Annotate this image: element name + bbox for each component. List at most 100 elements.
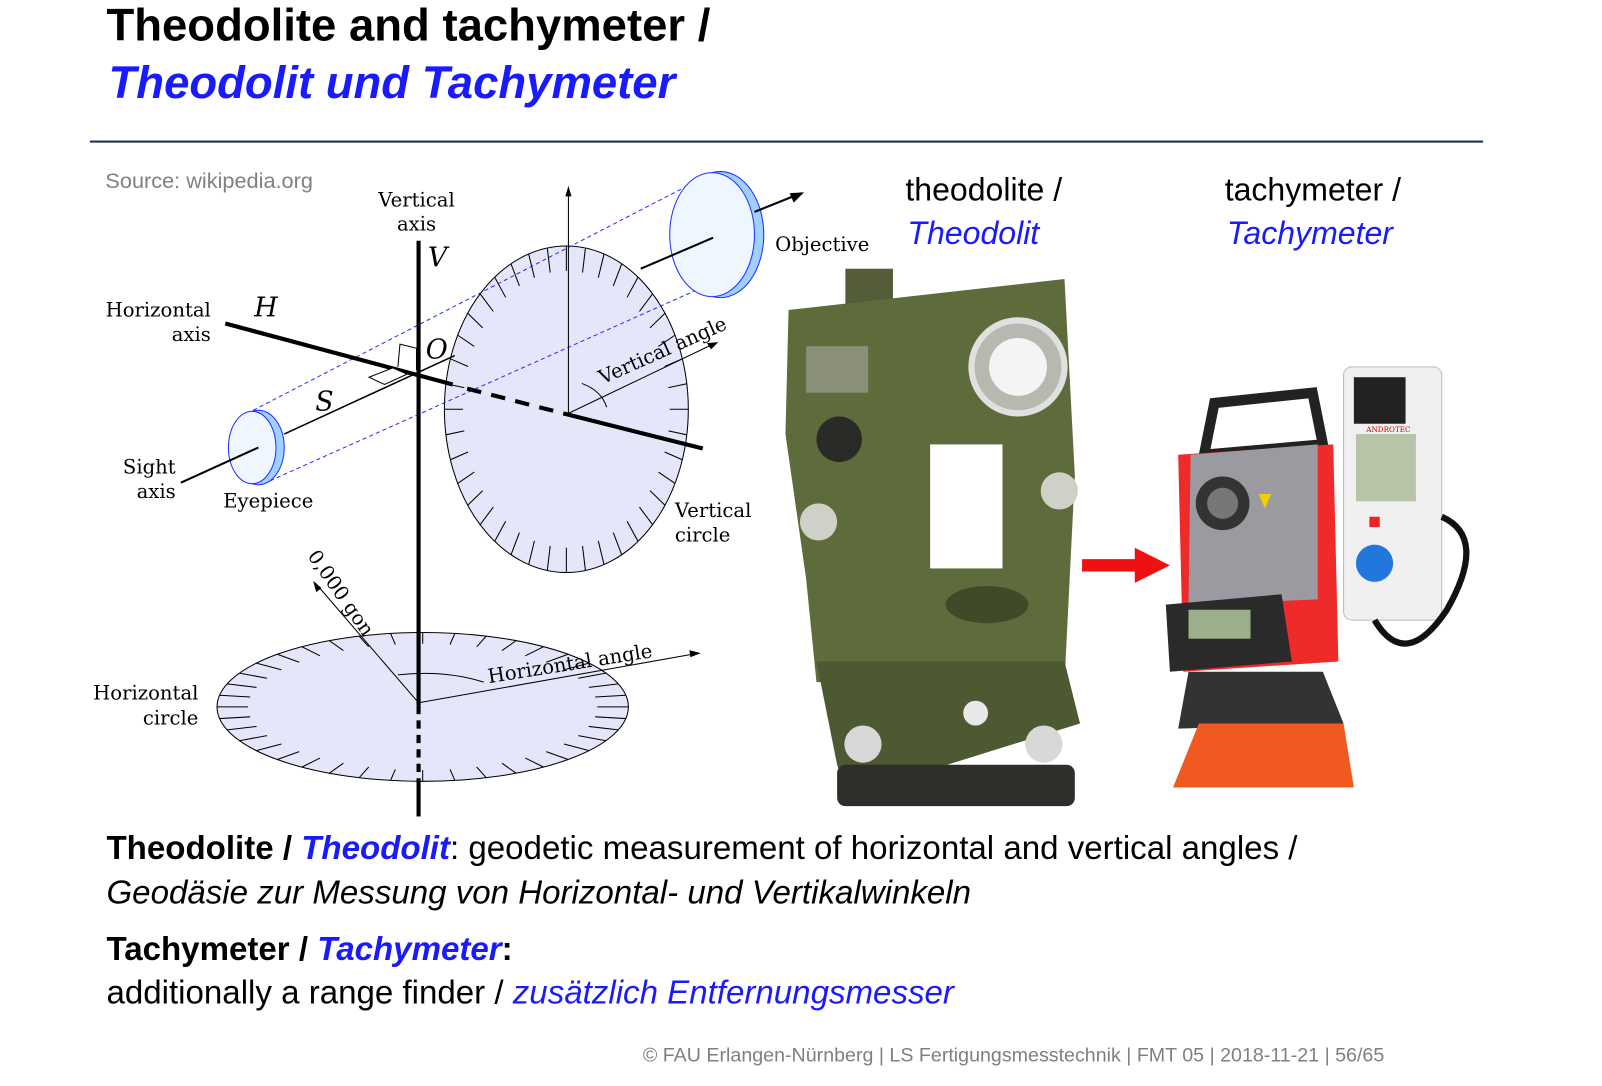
tick-mark — [277, 653, 300, 663]
tick-mark — [256, 743, 282, 752]
tick-mark — [588, 725, 619, 731]
tick-mark — [457, 471, 475, 484]
label-objective: Objective — [775, 233, 869, 256]
tick-mark — [476, 635, 487, 648]
tick-mark — [457, 334, 475, 347]
caption-tachymeter-en: tachymeter / — [1224, 171, 1401, 208]
red-arrow-icon — [1082, 547, 1170, 583]
tick-mark — [597, 540, 605, 565]
tick-mark — [582, 545, 586, 571]
source-label: Source: wikipedia.org — [105, 169, 313, 194]
label-zero-gon: 0,000 gon — [303, 546, 379, 641]
footer: © FAU Erlangen-Nürnberg | LS Fertigungsm… — [642, 1044, 1385, 1067]
tachymeter-brand: ANDROTEC — [1365, 425, 1411, 434]
tachymeter-term-de: Tachymeter — [317, 930, 502, 968]
tick-mark — [510, 532, 520, 555]
tick-mark — [525, 757, 544, 768]
tick-mark — [612, 532, 623, 555]
tick-mark — [301, 646, 321, 657]
label-vertical-axis-2: axis — [397, 212, 436, 235]
tick-mark — [595, 694, 626, 698]
tick-mark — [639, 293, 654, 312]
tick-mark — [578, 735, 607, 742]
tick-mark — [329, 640, 344, 652]
tick-mark — [256, 662, 282, 671]
tick-mark — [479, 506, 494, 526]
tachymeter-term-en: Tachymeter / — [106, 930, 309, 968]
tachymeter-photo: ANDROTEC — [1165, 366, 1470, 788]
tick-mark — [658, 471, 676, 484]
tick-mark — [219, 716, 251, 720]
tachymeter-desc: additionally a range finder / zusätzlich… — [106, 974, 953, 1012]
tick-mark — [582, 247, 586, 273]
theodolite-term-de: Theodolit — [301, 828, 450, 867]
tick-mark — [649, 490, 666, 506]
label-V: V — [428, 243, 450, 274]
tick-mark — [649, 312, 666, 329]
tick-mark — [597, 253, 605, 278]
tick-mark — [467, 312, 484, 329]
tick-mark — [329, 762, 344, 774]
tick-mark — [612, 263, 623, 287]
tick-mark — [358, 766, 370, 779]
title-german: Theodolit und Tachymeter — [108, 57, 676, 109]
tick-mark — [639, 506, 654, 526]
label-horizontal-circle-2: circle — [143, 706, 199, 729]
tick-mark — [546, 545, 551, 571]
theodolite-desc-de: Geodäsie zur Messung von Horizontal- und… — [106, 873, 972, 911]
tick-mark — [578, 672, 607, 679]
tick-mark — [239, 735, 268, 742]
tick-mark — [563, 662, 590, 671]
label-H: H — [253, 292, 278, 323]
theodolite-term-en: Theodolite / — [106, 828, 293, 867]
tick-mark — [494, 520, 507, 542]
tick-mark — [450, 358, 469, 367]
theodolite-definition: Theodolite / Theodolit: geodetic measure… — [106, 829, 1297, 867]
label-sight-axis-1: Sight — [123, 455, 176, 478]
tachymeter-colon: : — [501, 930, 513, 968]
label-sight-axis-2: axis — [137, 480, 176, 503]
caption-theodolite-de: Theodolit — [907, 214, 1040, 252]
tick-mark — [588, 683, 619, 688]
tick-mark — [525, 646, 544, 657]
tick-mark — [277, 751, 300, 761]
title-english: Theodolite and tachymeter / — [106, 0, 711, 51]
caption-tachymeter-de: Tachymeter — [1226, 214, 1393, 252]
tick-mark — [528, 253, 535, 278]
tick-mark — [501, 640, 517, 652]
tick-mark — [219, 694, 251, 698]
title-divider — [89, 140, 1484, 143]
tick-mark — [445, 430, 465, 436]
label-eyepiece: Eyepiece — [223, 489, 313, 512]
tick-mark — [239, 672, 268, 679]
tick-mark — [501, 762, 517, 774]
tachymeter-desc-en: additionally a range finder / — [106, 973, 504, 1011]
tachymeter-desc-de: zusätzlich Entfernungsmesser — [512, 973, 954, 1011]
tick-mark — [390, 769, 396, 781]
tick-mark — [510, 263, 520, 287]
tick-mark — [546, 247, 551, 273]
label-vertical-circle-1: Vertical — [674, 499, 752, 522]
tick-mark — [563, 743, 590, 752]
tick-mark — [358, 635, 370, 648]
tachymeter-definition: Tachymeter / Tachymeter: — [106, 930, 512, 968]
label-horizontal-axis-1: Horizontal — [106, 298, 211, 321]
tick-mark — [227, 725, 257, 731]
label-vertical-circle-2: circle — [675, 524, 731, 547]
label-horizontal-axis-2: axis — [172, 323, 211, 346]
tick-mark — [449, 769, 456, 781]
tick-mark — [479, 293, 494, 312]
caption-theodolite-en: theodolite / — [905, 171, 1063, 208]
theodolite-desc-en: : geodetic measurement of horizontal and… — [449, 828, 1298, 867]
tick-mark — [664, 451, 683, 461]
tick-mark — [227, 683, 257, 688]
tick-mark — [658, 334, 676, 347]
tick-mark — [626, 276, 639, 298]
tick-mark — [595, 716, 626, 720]
tick-mark — [450, 451, 469, 461]
tick-mark — [476, 766, 487, 779]
theodolite-photo — [785, 268, 1081, 807]
tick-mark — [494, 276, 507, 298]
tick-mark — [449, 633, 456, 645]
